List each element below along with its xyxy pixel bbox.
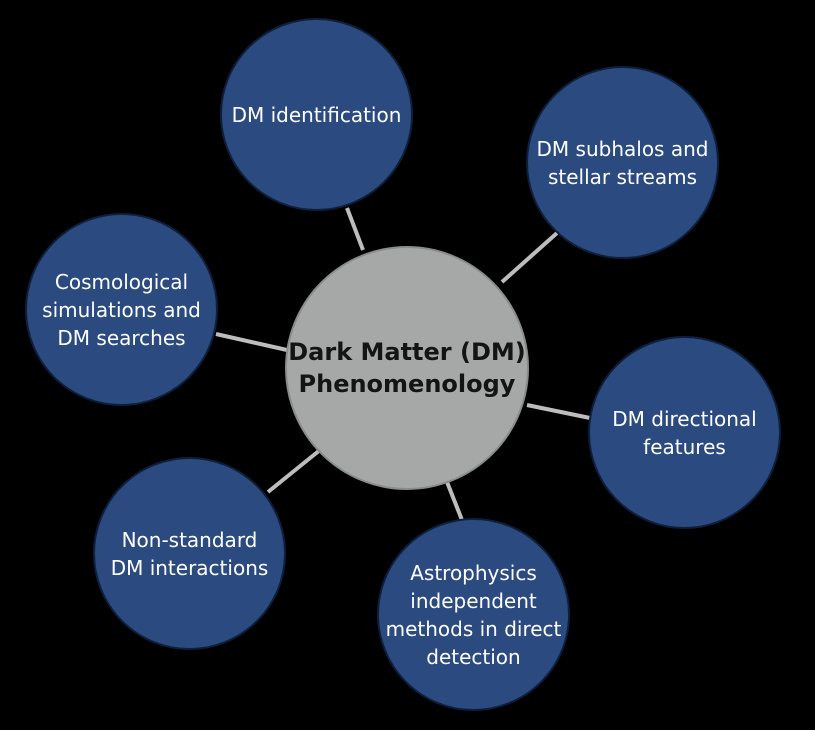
connector-line-id (345, 207, 365, 251)
node-non-standard-interactions: Non-standard DM interactions (93, 457, 286, 650)
node-cosmological-simulations: Cosmological simulations and DM searches (25, 213, 218, 406)
node-dm-subhalos: DM subhalos and stellar streams (526, 66, 719, 259)
node-astrophysics-independent-methods-label: Astrophysics independent methods in dire… (385, 560, 562, 669)
node-dm-identification: DM identification (220, 18, 413, 211)
connector-line-sub (500, 231, 559, 284)
connector-line-nonstd (266, 448, 322, 494)
node-dm-directional-features-label: DM directional features (612, 406, 757, 459)
center-node-label: Dark Matter (DM) Phenomenology (288, 338, 526, 398)
node-dm-subhalos-label: DM subhalos and stellar streams (536, 136, 709, 189)
node-cosmological-simulations-label: Cosmological simulations and DM searches (42, 269, 201, 350)
center-node: Dark Matter (DM) Phenomenology (285, 246, 529, 490)
connector-line-cosmo (215, 332, 288, 352)
node-dm-directional-features: DM directional features (588, 336, 781, 529)
node-non-standard-interactions-label: Non-standard DM interactions (110, 527, 269, 580)
node-astrophysics-independent-methods: Astrophysics independent methods in dire… (377, 518, 570, 711)
connector-line-astro (445, 481, 464, 521)
connector-line-dir (526, 403, 591, 420)
node-dm-identification-label: DM identification (231, 102, 402, 127)
